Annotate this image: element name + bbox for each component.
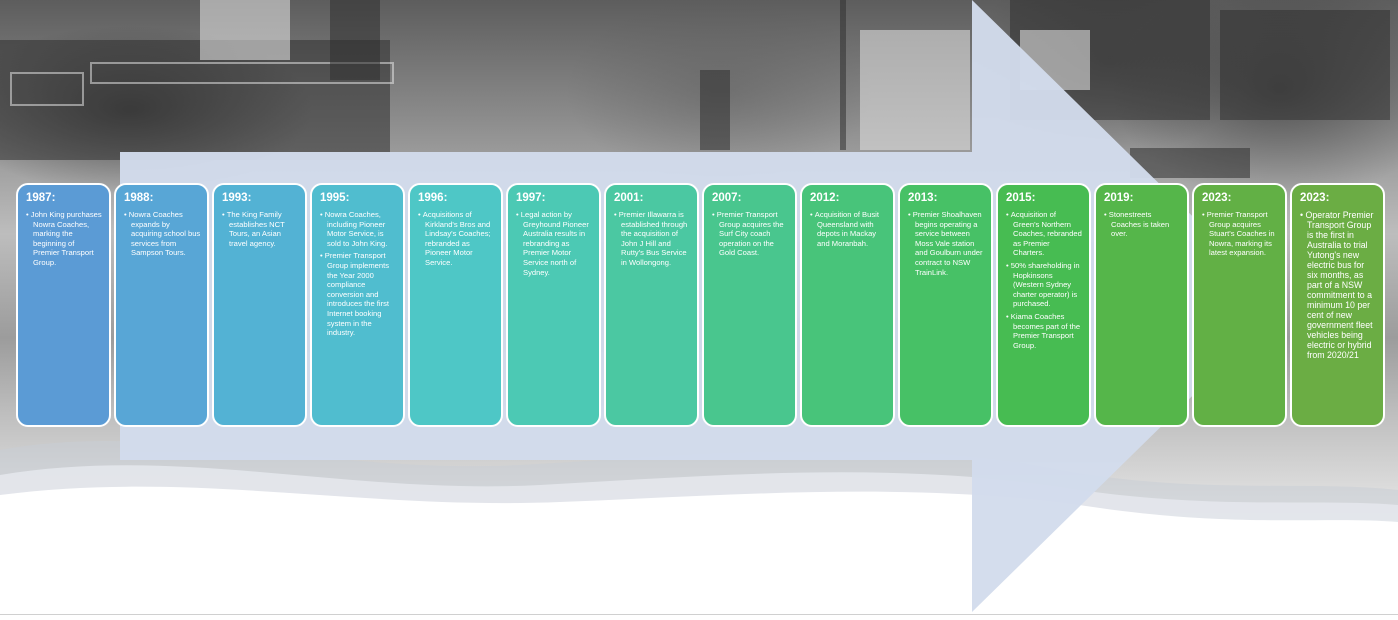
event-item: Premier Transport Group acquires Stuart'…: [1202, 210, 1279, 258]
event-list: Nowra Coaches, including Pioneer Motor S…: [320, 210, 397, 338]
event-list: Legal action by Greyhound Pioneer Austra…: [516, 210, 593, 277]
card-year: 2023:: [1300, 192, 1330, 204]
window-shape: [200, 0, 290, 60]
timeline-card-2007: 2007: Premier Transport Group acquires t…: [702, 183, 797, 427]
window-shape: [330, 0, 380, 80]
shop-sign-shape: [10, 72, 84, 106]
event-list: Premier Transport Group acquires the Sur…: [712, 210, 789, 258]
timeline-card-1995: 1995: Nowra Coaches, including Pioneer M…: [310, 183, 405, 427]
event-item: 50% shareholding in Hopkinsons (Western …: [1006, 261, 1083, 309]
event-item: Legal action by Greyhound Pioneer Austra…: [516, 210, 593, 277]
card-year: 1993:: [222, 192, 252, 204]
event-list: Acquisition of Green's Northern Coaches,…: [1006, 210, 1083, 350]
card-year: 1997:: [516, 192, 546, 204]
timeline-card-1988: 1988: Nowra Coaches expands by acquiring…: [114, 183, 209, 427]
card-year: 1988:: [124, 192, 154, 204]
event-list: Nowra Coaches expands by acquiring schoo…: [124, 210, 201, 258]
event-item: Premier Transport Group acquires the Sur…: [712, 210, 789, 258]
event-list: Stonestreets Coaches is taken over.: [1104, 210, 1181, 239]
event-list: Acquisitions of Kirkland's Bros and Lind…: [418, 210, 495, 268]
timeline-card-2001: 2001: Premier Illawarra is established t…: [604, 183, 699, 427]
event-list: Premier Transport Group acquires Stuart'…: [1202, 210, 1279, 258]
timeline-card-2015: 2015: Acquisition of Green's Northern Co…: [996, 183, 1091, 427]
telegraph-pole-shape: [840, 0, 846, 150]
vintage-car-shape: [1220, 10, 1390, 120]
timeline-card-2012: 2012: Acquisition of Busit Queensland wi…: [800, 183, 895, 427]
event-list: Operator Premier Transport Group is the …: [1300, 210, 1377, 360]
event-list: Acquisition of Busit Queensland with dep…: [810, 210, 887, 248]
timeline-card-2023-stuarts: 2023: Premier Transport Group acquires S…: [1192, 183, 1287, 427]
card-year: 2015:: [1006, 192, 1036, 204]
event-item: Acquisition of Busit Queensland with dep…: [810, 210, 887, 248]
timeline-card-2019: 2019: Stonestreets Coaches is taken over…: [1094, 183, 1189, 427]
timeline-card-1996: 1996: Acquisitions of Kirkland's Bros an…: [408, 183, 503, 427]
shop-sign-shape: [90, 62, 394, 84]
card-year: 2013:: [908, 192, 938, 204]
timeline-card-2023-electric-bus: 2023: Operator Premier Transport Group i…: [1290, 183, 1385, 427]
vintage-bus-shape: [1130, 148, 1250, 178]
card-year: 2023:: [1202, 192, 1232, 204]
event-item: Premier Shoalhaven begins operating a se…: [908, 210, 985, 277]
timeline-card-1993: 1993: The King Family establishes NCT To…: [212, 183, 307, 427]
card-year: 2007:: [712, 192, 742, 204]
event-item: Premier Transport Group implements the Y…: [320, 251, 397, 337]
card-year: 2001:: [614, 192, 644, 204]
building-shape: [860, 30, 970, 150]
event-item: Acquisition of Green's Northern Coaches,…: [1006, 210, 1083, 258]
event-item: Operator Premier Transport Group is the …: [1300, 210, 1377, 360]
event-item: John King purchases Nowra Coaches, marki…: [26, 210, 103, 268]
event-item: Stonestreets Coaches is taken over.: [1104, 210, 1181, 239]
event-item: Acquisitions of Kirkland's Bros and Lind…: [418, 210, 495, 268]
cafe-sign-shape: [700, 70, 730, 150]
event-list: Premier Illawarra is established through…: [614, 210, 691, 268]
event-item: Nowra Coaches, including Pioneer Motor S…: [320, 210, 397, 248]
event-list: Premier Shoalhaven begins operating a se…: [908, 210, 985, 277]
card-year: 2012:: [810, 192, 840, 204]
timeline-card-2013: 2013: Premier Shoalhaven begins operatin…: [898, 183, 993, 427]
card-year: 2019:: [1104, 192, 1134, 204]
event-item: Nowra Coaches expands by acquiring schoo…: [124, 210, 201, 258]
card-year: 1996:: [418, 192, 448, 204]
timeline-card-1987: 1987: John King purchases Nowra Coaches,…: [16, 183, 111, 427]
event-list: The King Family establishes NCT Tours, a…: [222, 210, 299, 248]
event-item: Kiama Coaches becomes part of the Premie…: [1006, 312, 1083, 350]
card-year: 1987:: [26, 192, 56, 204]
bottom-rule: [0, 614, 1398, 615]
event-item: Premier Illawarra is established through…: [614, 210, 691, 268]
event-list: John King purchases Nowra Coaches, marki…: [26, 210, 103, 268]
shopfront-shape: [0, 40, 390, 160]
card-year: 1995:: [320, 192, 350, 204]
event-item: The King Family establishes NCT Tours, a…: [222, 210, 299, 248]
timeline-card-1997: 1997: Legal action by Greyhound Pioneer …: [506, 183, 601, 427]
